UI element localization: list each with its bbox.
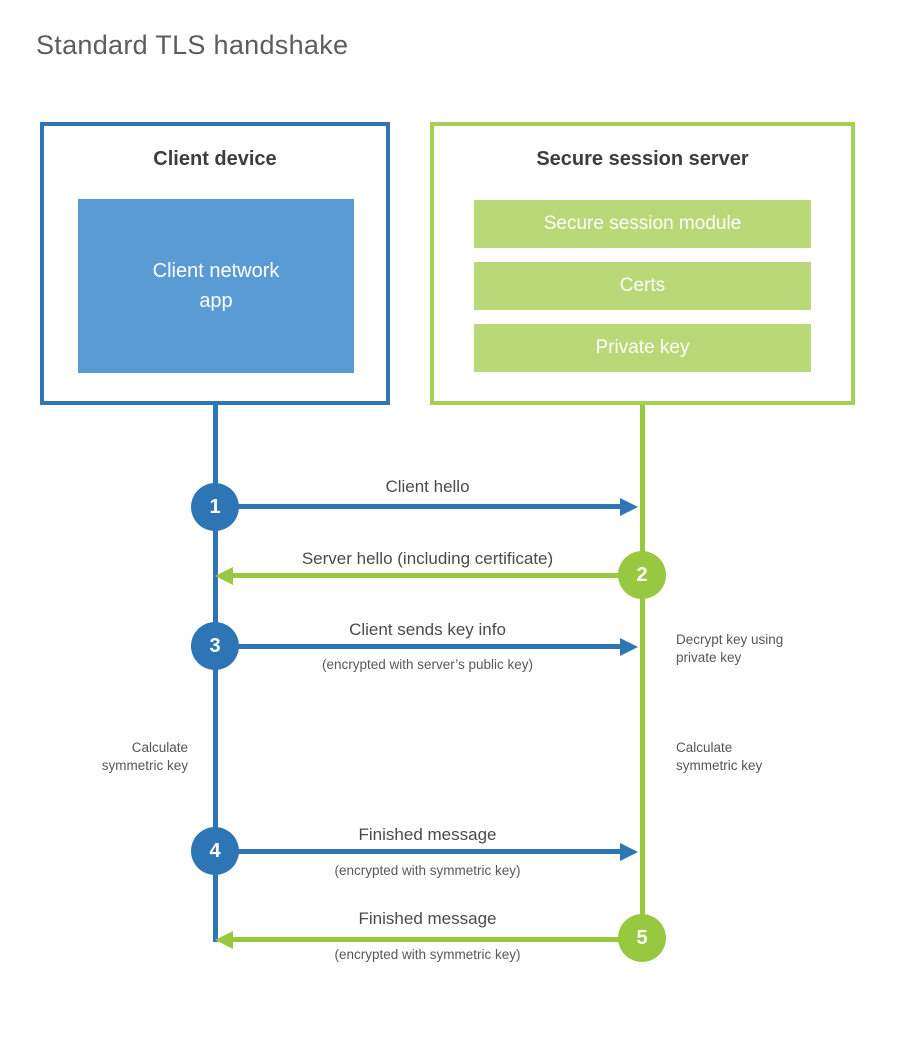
step2-badge: 2 (618, 551, 666, 599)
step3-badge: 3 (191, 622, 239, 670)
client-network-app-box: Client network app (78, 199, 354, 373)
step1-badge: 1 (191, 483, 239, 531)
client-lifeline (213, 405, 218, 942)
server-title: Secure session server (536, 148, 749, 170)
arrow-right-icon (620, 638, 638, 656)
step2-arrow (233, 573, 642, 578)
step5-sublabel: (encrypted with symmetric key) (334, 947, 521, 962)
step5-badge: 5 (618, 914, 666, 962)
server-lifeline (640, 405, 645, 938)
step3-sublabel: (encrypted with server’s public key) (321, 657, 534, 672)
page-title: Standard TLS handshake (36, 30, 349, 60)
step4-sublabel: (encrypted with symmetric key) (334, 863, 521, 878)
arrow-left-icon (215, 931, 233, 949)
server-module-private-key: Private key (474, 324, 811, 372)
step2-label: Server hello (including certificate) (301, 549, 554, 568)
arrow-left-icon (215, 567, 233, 585)
step3-label: Client sends key info (349, 620, 506, 639)
step5-arrow (233, 937, 642, 942)
step3-arrow (215, 644, 620, 649)
step1-label: Client hello (385, 477, 470, 496)
arrow-right-icon (620, 843, 638, 861)
calculate-symmetric-key-note-server: Calculate symmetric key (676, 740, 763, 773)
arrow-right-icon (620, 498, 638, 516)
step4-label: Finished message (358, 825, 497, 844)
decrypt-key-note: Decrypt key using private key (676, 632, 784, 665)
server-module-certs: Certs (474, 262, 811, 310)
step4-arrow (215, 849, 620, 854)
calculate-symmetric-key-note-client: Calculate symmetric key (101, 740, 188, 773)
step5-label: Finished message (358, 909, 497, 928)
server-module-secure-session: Secure session module (474, 200, 811, 248)
step4-badge: 4 (191, 827, 239, 875)
step1-arrow (215, 504, 620, 509)
client-device-title: Client device (153, 148, 277, 170)
